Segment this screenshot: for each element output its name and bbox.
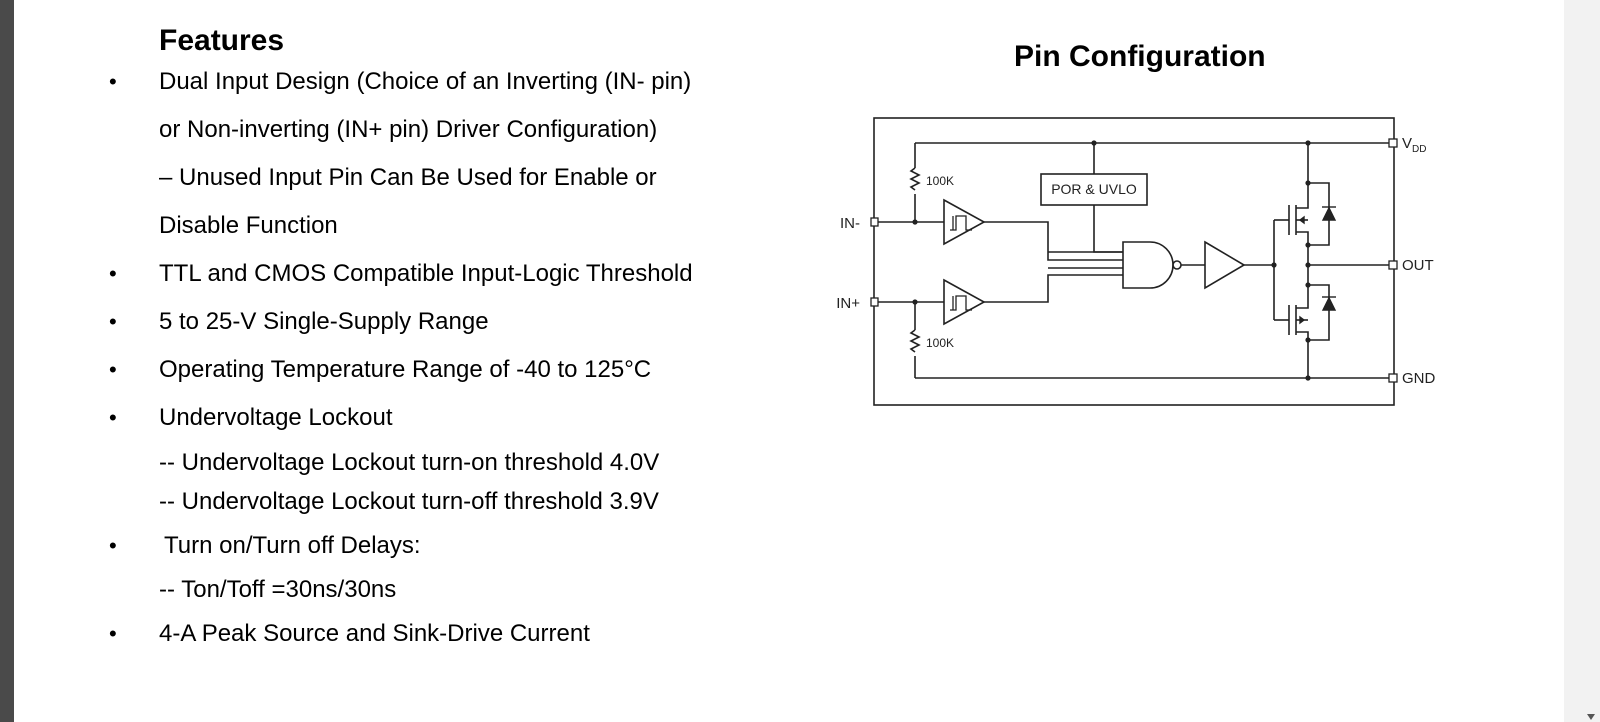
feature-line: Disable Function	[159, 212, 338, 239]
pin-configuration-diagram: IN- IN+ VDD OUT GND 100K 100K POR & UVLO	[834, 110, 1484, 420]
label-in-minus: IN-	[840, 215, 860, 232]
feature-line: or Non-inverting (IN+ pin) Driver Config…	[159, 116, 658, 143]
feature-line: Dual Input Design (Choice of an Invertin…	[159, 68, 692, 95]
bullet-icon: •	[109, 69, 117, 94]
label-por-uvlo: POR & UVLO	[1051, 181, 1137, 197]
bullet-icon: •	[109, 621, 117, 646]
label-vdd: VDD	[1402, 135, 1426, 155]
input-buffer-bottom	[943, 278, 986, 326]
input-buffer-top	[943, 198, 986, 246]
pin-vdd	[1388, 138, 1398, 148]
vertical-scrollbar[interactable]	[1564, 0, 1600, 722]
diode-top	[1321, 206, 1337, 221]
feature-line: -- Undervoltage Lockout turn-off thresho…	[159, 488, 659, 515]
features-heading: Features	[159, 24, 285, 57]
resistor-top-symbol	[909, 167, 921, 191]
feature-line: Turn on/Turn off Delays:	[164, 532, 421, 559]
package-outline	[873, 117, 1395, 406]
pin-gnd	[1388, 373, 1398, 383]
feature-line: 4-A Peak Source and Sink-Drive Current	[159, 620, 590, 647]
label-resistor-top: 100K	[926, 174, 954, 188]
label-resistor-bottom: 100K	[926, 336, 954, 350]
document-page: Features • Dual Input Design (Choice of a…	[14, 0, 1564, 722]
resistor-bottom-symbol	[909, 329, 921, 353]
diode-bottom	[1321, 296, 1337, 311]
feature-line: 5 to 25-V Single-Supply Range	[159, 308, 489, 335]
feature-line: Operating Temperature Range of -40 to 12…	[159, 356, 652, 383]
bullet-icon: •	[109, 261, 117, 286]
block-diagram-svg: IN- IN+ VDD OUT GND 100K 100K POR & UVLO	[836, 117, 1436, 406]
bullet-icon: •	[109, 533, 117, 558]
feature-line: TTL and CMOS Compatible Input-Logic Thre…	[159, 260, 693, 287]
nand-gate	[1122, 241, 1174, 289]
feature-line: – Unused Input Pin Can Be Used for Enabl…	[159, 164, 657, 191]
feature-line: -- Undervoltage Lockout turn-on threshol…	[159, 449, 660, 476]
pin-configuration-heading: Pin Configuration	[1014, 40, 1266, 73]
feature-line: Undervoltage Lockout	[159, 404, 393, 431]
bullet-icon: •	[109, 357, 117, 382]
pin-in-minus	[870, 217, 879, 227]
bullet-icon: •	[109, 309, 117, 334]
label-in-plus: IN+	[836, 295, 860, 312]
feature-line: -- Ton/Toff =30ns/30ns	[159, 576, 397, 603]
label-out: OUT	[1402, 257, 1434, 274]
scroll-down-arrow-icon[interactable]	[1587, 714, 1595, 720]
pin-in-plus	[870, 297, 879, 307]
bullet-icon: •	[109, 405, 117, 430]
label-gnd: GND	[1402, 370, 1436, 387]
pin-out	[1388, 260, 1398, 270]
output-buffer	[1204, 240, 1246, 290]
